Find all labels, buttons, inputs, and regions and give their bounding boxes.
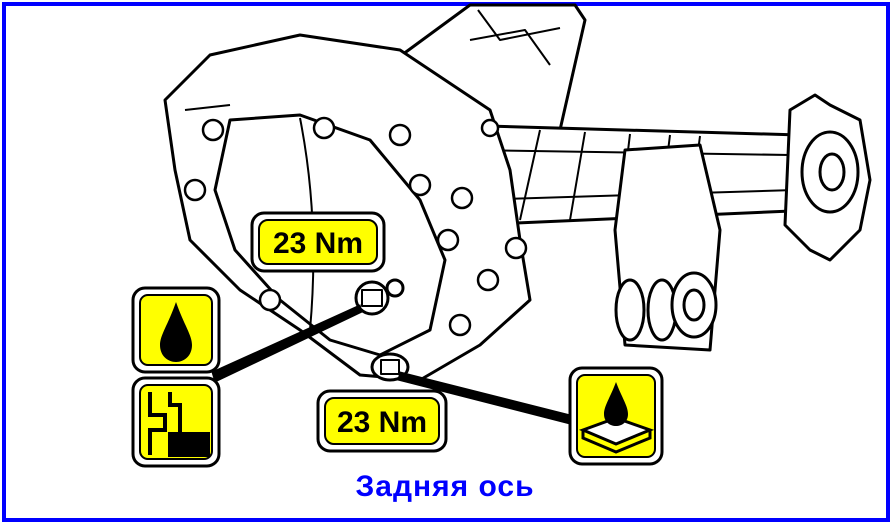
drain-plug [370,352,410,382]
torque-badge-lower: 23 Nm [316,389,448,453]
leader-lines [211,304,583,427]
fill-plug [354,278,405,316]
torque-badge-upper: 23 Nm [250,211,386,273]
torque-value-lower: 23 Nm [337,406,427,439]
cover-bolts [183,116,528,337]
diagram-caption: Задняя ось [355,470,535,503]
drain-oil-icon [568,366,664,466]
fill-level-icon [131,376,221,468]
oil-drop-icon [131,286,221,374]
torque-value-upper: 23 Nm [273,227,363,260]
